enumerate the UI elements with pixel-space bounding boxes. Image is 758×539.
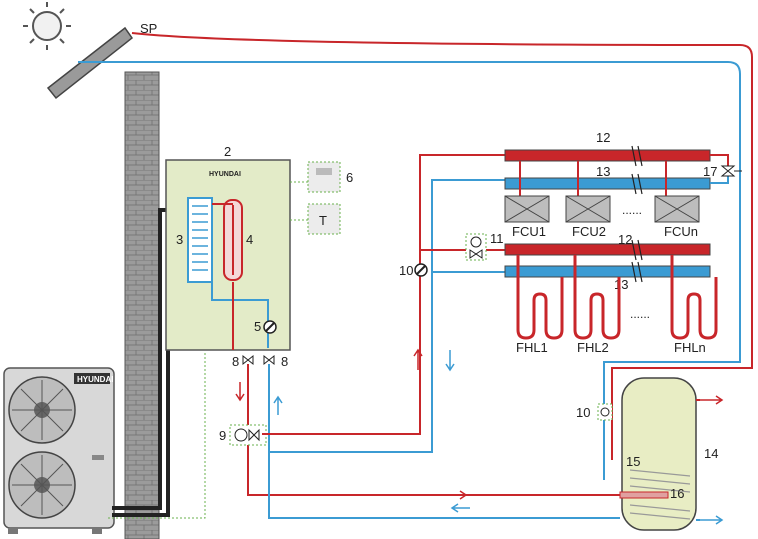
floor-loop-label-1: FHL1: [516, 340, 548, 355]
bypass-valve-label: 17: [703, 164, 717, 179]
controller-screen-icon: [316, 168, 332, 175]
outdoor-brand-label: HYUNDAI: [77, 375, 113, 384]
valve-right-label: 8: [281, 354, 288, 369]
collector-mid-label: 12: [618, 232, 632, 247]
pipe-break-icon: [631, 145, 643, 283]
backup-heater-label: 4: [246, 232, 253, 247]
valve-left-label: 8: [232, 354, 239, 369]
bypass-valve-icon: [720, 165, 742, 177]
solar-supply-pipe: [131, 32, 753, 460]
solar-panel-label: SP: [140, 21, 157, 36]
floor-loop-ellipsis: ......: [630, 307, 650, 321]
fan-coil-label-2: FCU2: [572, 224, 606, 239]
control-cable: [108, 352, 206, 519]
fan-coil-label-n: FCUn: [664, 224, 698, 239]
tank-heater-label: 16: [670, 486, 684, 501]
fcu-supply-collector: [504, 149, 711, 162]
outdoor-fan-icon: [12, 380, 72, 515]
floor-heating-loop-icon: [516, 255, 718, 340]
collector-top-label: 12: [596, 130, 610, 145]
three-way-valve-icon: [229, 424, 267, 446]
three-way-valve-label: 9: [219, 428, 226, 443]
dhw-supply-pipe: [247, 364, 620, 496]
floor-supply-collector: [504, 243, 711, 256]
flow-arrow-icon: [235, 348, 724, 525]
solar-return-pipe: [78, 61, 741, 480]
floor-loop-label-2: FHL2: [577, 340, 609, 355]
distributor-mid-label: 13: [614, 277, 628, 292]
fan-coil-unit-icon: [504, 161, 700, 223]
backup-heater: [223, 199, 243, 281]
fcu-return-collector: [504, 177, 711, 190]
two-way-valve-label: 11: [490, 231, 504, 246]
plate-hx-label: 3: [176, 232, 183, 247]
room-thermostat: [307, 203, 341, 235]
sun-icon: [23, 2, 71, 50]
tank-label: 14: [704, 446, 718, 461]
shutoff-valve-icon: [242, 354, 275, 366]
circuit-pump-icon: [414, 263, 428, 277]
wired-controller: [307, 161, 341, 193]
indoor-brand-label: HYUNDAI: [209, 171, 241, 178]
tank-pump-label: 10: [576, 405, 590, 420]
dhw-return-pipe: [268, 364, 620, 519]
indoor-pump-label: 5: [254, 319, 261, 334]
building-wall: [124, 71, 160, 539]
solar-pump-icon: [597, 403, 613, 421]
indoor-pump-icon: [263, 320, 277, 334]
thermostat-label: T: [319, 213, 327, 228]
motorized-two-way-valve-icon: [465, 233, 487, 261]
bypass-supply-pipe: [710, 154, 729, 168]
controller-label: 6: [346, 170, 353, 185]
distributor-top-label: 13: [596, 164, 610, 179]
indoor-unit-label: 2: [224, 144, 231, 159]
floor-return-collector: [504, 265, 711, 278]
fan-coil-ellipsis: ......: [622, 203, 642, 217]
tank-coil-icon: [629, 469, 691, 520]
tank-immersion-heater: [619, 491, 669, 499]
controller-cables: [290, 181, 308, 221]
circuit-pump-label: 10: [399, 263, 413, 278]
heating-supply-pipe: [262, 154, 505, 435]
fan-coil-label-1: FCU1: [512, 224, 546, 239]
heating-return-pipe: [269, 179, 505, 453]
tank-coil-label: 15: [626, 454, 640, 469]
floor-loop-label-n: FHLn: [674, 340, 706, 355]
plate-heat-exchanger: [187, 197, 213, 283]
